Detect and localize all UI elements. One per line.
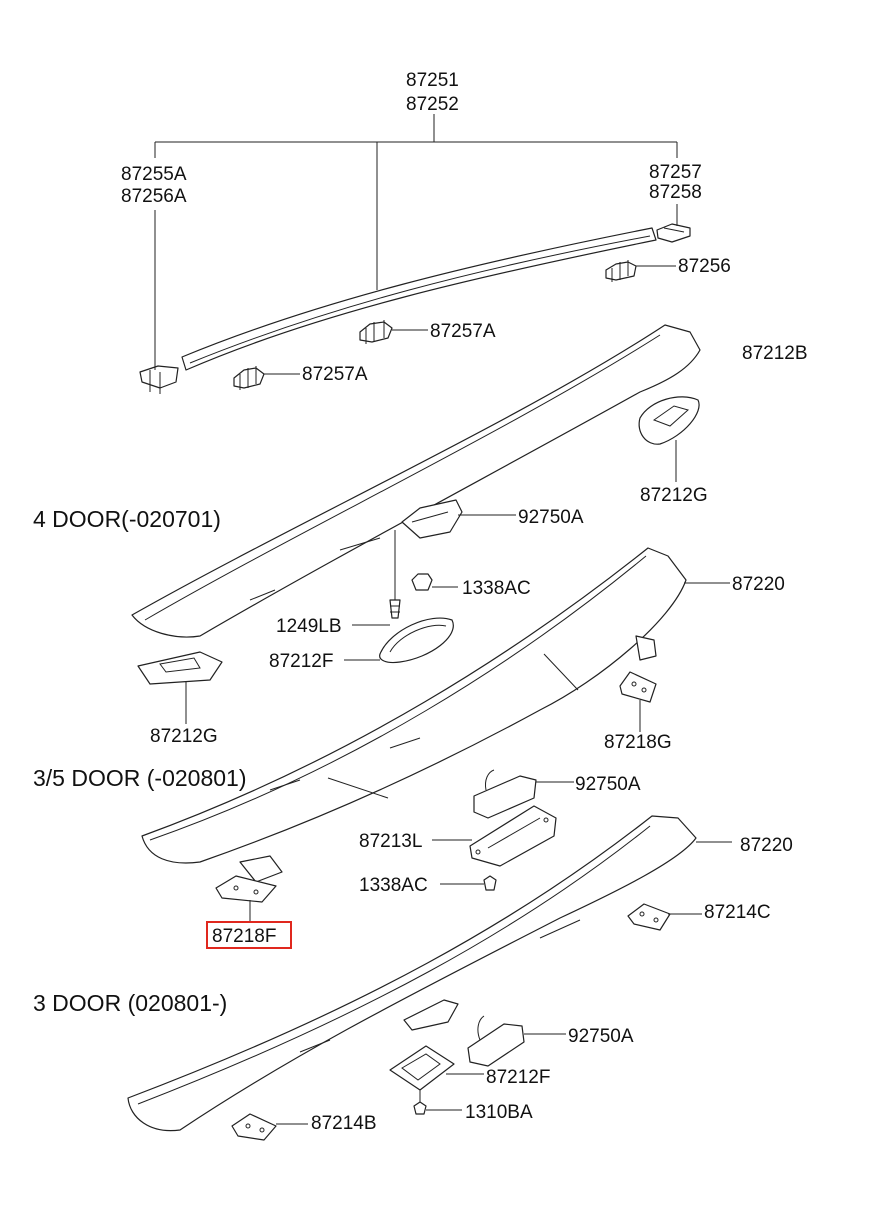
spoiler-35door-group [141,547,730,949]
label-87220-2[interactable]: 87220 [740,835,793,856]
label-87214B[interactable]: 87214B [311,1113,377,1134]
label-87212G-right[interactable]: 87212G [640,485,708,506]
bracket-87218F[interactable] [215,875,277,903]
end-cap-87212G-right[interactable] [638,396,700,445]
bracket-87214B[interactable] [231,1113,277,1141]
rear-spoiler-87212B[interactable] [131,324,701,638]
label-87252[interactable]: 87252 [406,94,459,115]
label-87257A-upper[interactable]: 87257A [430,321,496,342]
label-92750A-1[interactable]: 92750A [518,507,584,528]
label-87258[interactable]: 87258 [649,182,702,203]
label-87251[interactable]: 87251 [406,70,459,91]
bracket-87218G[interactable] [619,671,657,703]
section-title-3door: 3 DOOR (020801-) [33,990,227,1016]
label-1338AC-1[interactable]: 1338AC [462,578,531,599]
gasket-87212F-2[interactable] [389,1045,455,1091]
label-92750A-2[interactable]: 92750A [575,774,641,795]
label-92750A-3[interactable]: 92750A [568,1026,634,1047]
label-87256[interactable]: 87256 [678,256,731,277]
label-87257A-lower[interactable]: 87257A [302,364,368,385]
clip-87256[interactable] [605,260,637,282]
label-87214C[interactable]: 87214C [704,902,771,923]
molding-end-cap-right[interactable] [656,223,691,243]
section-title-4door: 4 DOOR(-020701) [33,506,221,532]
labels: 87251 87252 87255A 87256A 87257 87258 87… [33,70,808,1134]
roof-molding-strip[interactable] [181,227,657,371]
label-1249LB[interactable]: 1249LB [276,616,342,637]
nut-1338AC-2[interactable] [483,875,497,891]
label-87212F-1[interactable]: 87212F [269,651,333,672]
housing-87213L[interactable] [469,805,557,867]
spoiler-4door-group [131,324,701,724]
clip-87257A-lower[interactable] [233,366,265,390]
label-87255A[interactable]: 87255A [121,164,187,185]
label-87212G-left[interactable]: 87212G [150,726,218,747]
rear-spoiler-87220-1[interactable] [141,547,687,864]
spoiler-3door-group [127,769,732,1141]
section-title-35door: 3/5 DOOR (-020801) [33,765,246,791]
label-87212B[interactable]: 87212B [742,343,808,364]
stop-lamp-92750A-2[interactable] [473,769,537,819]
clip-87257A-upper[interactable] [359,320,393,344]
stop-lamp-housing-92750A-1[interactable] [401,499,463,539]
label-87220-1[interactable]: 87220 [732,574,785,595]
label-87256A[interactable]: 87256A [121,186,187,207]
label-1338AC-2[interactable]: 1338AC [359,875,428,896]
gasket-87212F-1[interactable] [379,617,454,664]
nut-1338AC-1[interactable] [411,573,433,591]
end-cap-87212G-left[interactable] [137,651,223,685]
nut-1310BA[interactable] [413,1090,427,1115]
molding-end-cap-left[interactable] [139,365,179,394]
label-87212F-2[interactable]: 87212F [486,1067,550,1088]
label-87257[interactable]: 87257 [649,162,702,183]
roof-molding-group [139,114,691,394]
label-1310BA[interactable]: 1310BA [465,1102,533,1123]
label-87213L[interactable]: 87213L [359,831,422,852]
rear-spoiler-87220-2[interactable] [127,815,697,1132]
bracket-87214C[interactable] [627,903,671,931]
label-87218G[interactable]: 87218G [604,732,672,753]
screw-1249LB[interactable] [389,530,401,619]
stop-lamp-92750A-3[interactable] [467,1015,525,1067]
highlight-box-87218F [206,921,292,949]
label-87218F[interactable]: 87218F [212,926,276,947]
